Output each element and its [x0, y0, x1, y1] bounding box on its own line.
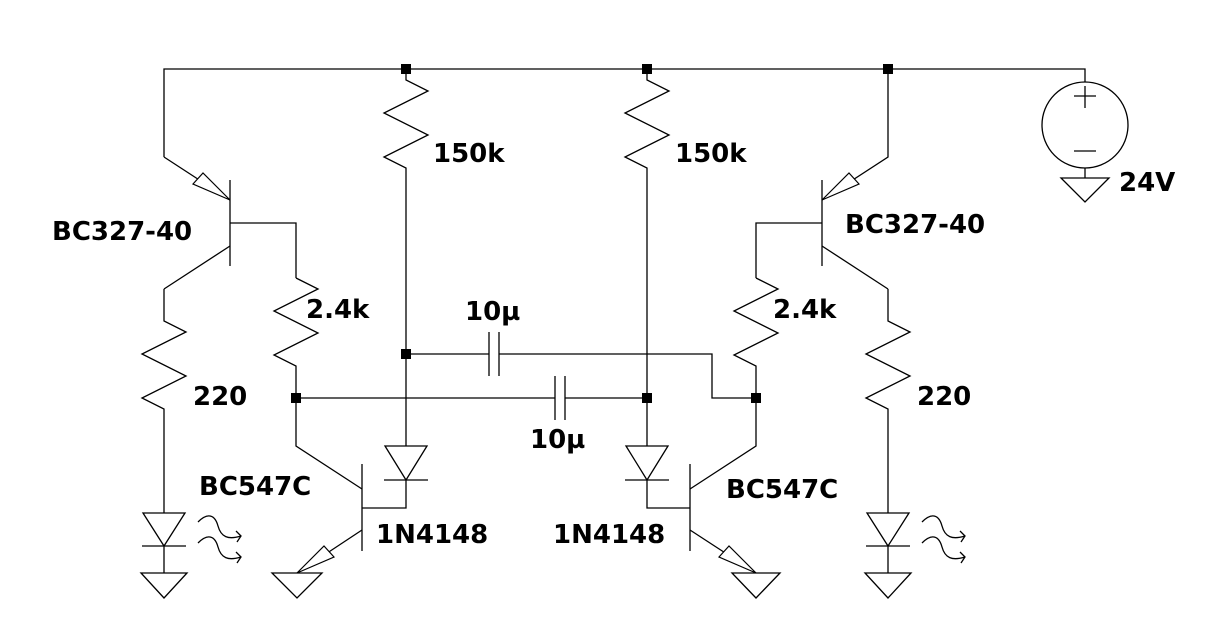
transistor-label: BC327-40	[845, 210, 985, 240]
led-icon	[141, 512, 187, 548]
ground-icon	[139, 572, 189, 599]
npn-transistor-left[interactable]: BC547C	[199, 464, 363, 599]
resistor-label: 2.4k	[773, 295, 837, 325]
junction-dot	[642, 393, 652, 403]
pnp-transistor-left[interactable]: BC327-40	[52, 156, 231, 290]
led-left[interactable]	[139, 512, 242, 599]
emitter-arrow-icon	[821, 172, 861, 201]
transistor-label: BC547C	[199, 472, 311, 502]
diode-1n4148-right[interactable]: 1N4148	[553, 445, 690, 550]
diode-icon	[383, 445, 429, 482]
junction-dot	[401, 349, 411, 359]
resistor-label: 220	[917, 382, 971, 412]
resistor-220-right[interactable]: 220	[864, 289, 971, 513]
ground-icon	[863, 572, 913, 599]
led-icon	[865, 512, 911, 548]
voltage-source[interactable]: 24V	[1041, 81, 1175, 203]
resistor-150k-left[interactable]: 150k	[382, 69, 505, 446]
resistor-2.4k-right[interactable]: 2.4k	[689, 277, 837, 490]
transistor-label: BC547C	[726, 475, 838, 505]
diode-label: 1N4148	[553, 520, 665, 550]
capacitor-top[interactable]: 10µ	[406, 297, 756, 399]
light-emission-icon	[197, 536, 242, 560]
junction-dot	[291, 393, 301, 403]
capacitor-label: 10µ	[465, 297, 520, 327]
light-emission-icon	[921, 515, 966, 539]
diode-1n4148-left[interactable]: 1N4148	[362, 445, 488, 550]
ground-icon	[270, 572, 324, 599]
emitter-arrow-icon	[296, 545, 336, 574]
transistor-label: BC327-40	[52, 217, 192, 247]
emitter-arrow-icon	[717, 545, 757, 574]
light-emission-icon	[921, 536, 966, 560]
diode-icon	[624, 445, 670, 482]
ground-icon	[1059, 177, 1111, 203]
resistor-label: 150k	[675, 139, 747, 169]
resistor-220-left[interactable]: 220	[140, 289, 247, 513]
voltage-source-label: 24V	[1119, 168, 1175, 198]
resistor-label: 150k	[433, 139, 505, 169]
capacitor-label: 10µ	[530, 425, 585, 455]
pnp-transistor-right[interactable]: BC327-40	[821, 69, 985, 290]
resistor-label: 220	[193, 382, 247, 412]
junction-dot	[751, 393, 761, 403]
capacitor-bottom[interactable]: 10µ	[296, 376, 647, 455]
resistor-label: 2.4k	[306, 295, 370, 325]
resistor-150k-right[interactable]: 150k	[623, 69, 747, 446]
supply-rail	[163, 68, 1086, 157]
npn-transistor-right[interactable]: BC547C	[689, 464, 838, 599]
led-right[interactable]	[863, 512, 966, 599]
ground-icon	[730, 572, 782, 599]
resistor-2.4k-left[interactable]: 2.4k	[272, 277, 370, 490]
light-emission-icon	[197, 515, 242, 539]
diode-label: 1N4148	[376, 520, 488, 550]
emitter-arrow-icon	[191, 172, 231, 201]
